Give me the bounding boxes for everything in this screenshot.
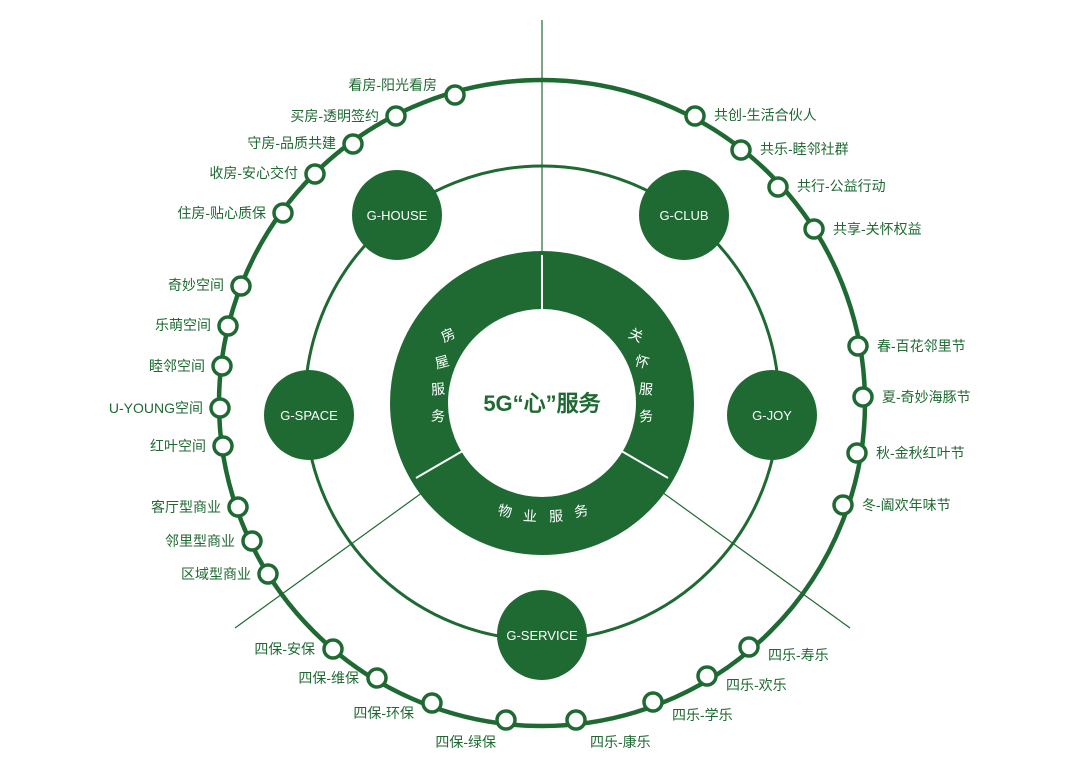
commerce-item-3: 区域型商业 [181, 566, 251, 582]
space-item-5: 红叶空间 [150, 438, 206, 454]
club-item-3: 共行-公益行动 [797, 178, 886, 194]
hub-g-house-label: G-HOUSE [367, 208, 428, 223]
node-joy-1 [847, 335, 869, 357]
node-le-4 [565, 709, 587, 731]
node-space-5 [212, 435, 234, 457]
node-commerce-2 [241, 530, 263, 552]
node-space-4 [209, 397, 231, 419]
hub-g-joy: G-JOY [727, 370, 817, 460]
club-item-4: 共享-关怀权益 [833, 221, 922, 237]
segment-bottom-char-4: 务 [572, 502, 589, 521]
bao-item-1: 四保-安保 [254, 641, 315, 657]
node-house-3 [342, 133, 364, 155]
bao-item-4: 四保-绿保 [435, 734, 496, 750]
segment-left-char-3: 服 [430, 380, 445, 397]
segment-left-char-2: 屋 [433, 352, 451, 371]
le-item-2: 四乐-欢乐 [726, 677, 787, 693]
space-item-4: U-YOUNG空间 [109, 400, 203, 416]
node-bao-2 [366, 667, 388, 689]
hub-g-space-label: G-SPACE [280, 408, 338, 423]
joy-item-4: 冬-阖欢年味节 [862, 497, 951, 513]
segment-left-char-1: 房 [438, 325, 457, 345]
hub-g-house: G-HOUSE [352, 170, 442, 260]
donut-divider-right [617, 448, 669, 479]
segment-bottom-char-3: 服 [548, 508, 563, 525]
center-title: 5G“心”服务 [483, 391, 601, 416]
node-space-2 [217, 315, 239, 337]
node-club-4 [803, 218, 825, 240]
joy-item-1: 春-百花邻里节 [877, 338, 966, 354]
node-house-2 [385, 105, 407, 127]
hub-g-club: G-CLUB [639, 170, 729, 260]
node-joy-3 [846, 442, 868, 464]
node-club-2 [730, 139, 752, 161]
segment-bottom-char-2: 业 [522, 508, 537, 525]
divider-line-bottom-left [234, 486, 431, 629]
space-item-1: 奇妙空间 [168, 277, 224, 293]
space-item-2: 乐萌空间 [155, 317, 211, 333]
node-le-1 [738, 636, 760, 658]
bao-item-3: 四保-环保 [353, 705, 414, 721]
le-item-1: 四乐-寿乐 [768, 647, 829, 663]
hub-g-service-label: G-SERVICE [506, 628, 578, 643]
joy-item-2: 夏-奇妙海豚节 [882, 389, 971, 405]
node-space-1 [230, 275, 252, 297]
node-club-3 [767, 176, 789, 198]
node-house-1 [444, 84, 466, 106]
node-space-3 [211, 355, 233, 377]
le-item-3: 四乐-学乐 [672, 707, 733, 723]
segment-right-char-3: 服 [638, 380, 653, 397]
hub-g-service: G-SERVICE [497, 590, 587, 680]
club-item-1: 共创-生活合伙人 [714, 107, 817, 123]
house-item-4: 收房-安心交付 [209, 165, 298, 181]
commerce-item-2: 邻里型商业 [165, 533, 235, 549]
node-le-3 [642, 691, 664, 713]
segment-bottom-char-1: 物 [496, 502, 513, 521]
house-item-3: 守房-品质共建 [247, 135, 336, 151]
house-item-1: 看房-阳光看房 [348, 77, 437, 93]
segment-right-char-1: 关 [626, 325, 645, 345]
commerce-item-1: 客厅型商业 [151, 499, 221, 515]
node-house-4 [304, 163, 326, 185]
segment-right-char-2: 怀 [633, 352, 651, 371]
node-le-2 [696, 665, 718, 687]
node-commerce-1 [227, 496, 249, 518]
node-commerce-3 [257, 563, 279, 585]
node-house-5 [272, 202, 294, 224]
club-item-2: 共乐-睦邻社群 [760, 141, 849, 157]
hub-g-club-label: G-CLUB [659, 208, 708, 223]
node-bao-1 [322, 638, 344, 660]
hub-g-space: G-SPACE [264, 370, 354, 460]
house-item-5: 住房-贴心质保 [177, 205, 266, 221]
node-club-1 [684, 105, 706, 127]
node-bao-4 [495, 709, 517, 731]
space-item-3: 睦邻空间 [149, 358, 205, 374]
segment-right-char-4: 务 [638, 407, 653, 424]
le-item-4: 四乐-康乐 [590, 734, 651, 750]
house-item-2: 买房-透明签约 [290, 108, 379, 124]
divider-line-bottom-right [654, 486, 851, 629]
node-joy-2 [852, 386, 874, 408]
joy-item-3: 秋-金秋红叶节 [876, 445, 965, 461]
node-joy-4 [832, 494, 854, 516]
bao-item-2: 四保-维保 [298, 670, 359, 686]
node-bao-3 [421, 692, 443, 714]
segment-left-char-4: 务 [430, 407, 445, 424]
hub-g-joy-label: G-JOY [752, 408, 792, 423]
donut-divider-left [415, 448, 467, 479]
outer-nodes [209, 84, 874, 731]
